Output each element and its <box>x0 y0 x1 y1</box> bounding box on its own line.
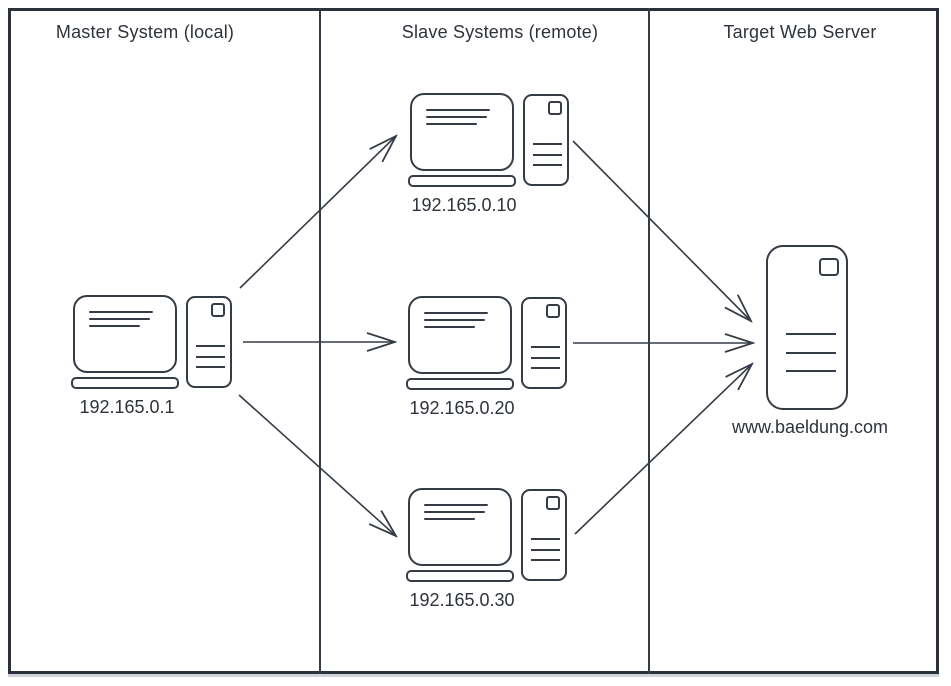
tower-icon <box>521 297 567 389</box>
keyboard-icon <box>406 570 514 582</box>
power-button-icon <box>211 303 225 317</box>
monitor-icon <box>410 93 514 171</box>
screen-line <box>426 109 490 111</box>
tower-icon <box>523 94 569 186</box>
tower-vent-line <box>196 345 225 347</box>
tower-vent-line <box>531 559 560 561</box>
server-vent-line <box>786 370 836 372</box>
tower-icon <box>186 296 232 388</box>
screen-line <box>424 319 485 321</box>
server-vent-line <box>786 333 836 335</box>
power-button-icon <box>819 258 839 276</box>
tower-vent-line <box>196 366 225 368</box>
tower-vent-line <box>531 346 560 348</box>
screen-line <box>89 318 150 320</box>
power-button-icon <box>546 496 560 510</box>
column-header-master: Master System (local) <box>55 22 235 42</box>
monitor-icon <box>408 296 512 374</box>
screen-line <box>426 123 477 125</box>
tower-vent-line <box>533 154 562 156</box>
slave3-ip-label: 192.165.0.30 <box>409 590 515 610</box>
keyboard-icon <box>408 175 516 187</box>
keyboard-icon <box>71 377 179 389</box>
screen-line <box>89 311 153 313</box>
tower-vent-line <box>531 549 560 551</box>
slave2-ip-label: 192.165.0.20 <box>409 398 515 418</box>
master-ip-label: 192.165.0.1 <box>79 397 175 417</box>
tower-vent-line <box>533 143 562 145</box>
screen-line <box>424 312 488 314</box>
screen-line <box>424 504 488 506</box>
column-header-slaves: Slave Systems (remote) <box>401 22 599 42</box>
power-button-icon <box>546 304 560 318</box>
monitor-icon <box>73 295 177 373</box>
tower-vent-line <box>196 356 225 358</box>
tower-vent-line <box>533 164 562 166</box>
screen-line <box>424 518 475 520</box>
column-header-target: Target Web Server <box>723 22 877 42</box>
screen-line <box>424 326 475 328</box>
slave1-ip-label: 192.165.0.10 <box>411 195 517 215</box>
screen-line <box>424 511 485 513</box>
column-divider-1 <box>319 8 321 674</box>
screen-line <box>426 116 487 118</box>
tower-icon <box>521 489 567 581</box>
screen-line <box>89 325 140 327</box>
tower-vent-line <box>531 357 560 359</box>
target-hostname-label: www.baeldung.com <box>731 417 889 437</box>
power-button-icon <box>548 101 562 115</box>
server-vent-line <box>786 352 836 354</box>
column-divider-2 <box>648 8 650 674</box>
monitor-icon <box>408 488 512 566</box>
tower-vent-line <box>531 367 560 369</box>
node-target-server: www.baeldung.com <box>732 245 888 437</box>
node-slave3: 192.165.0.30 <box>406 488 568 616</box>
node-slave1: 192.165.0.10 <box>408 93 570 221</box>
node-slave2: 192.165.0.20 <box>406 296 568 424</box>
tower-vent-line <box>531 538 560 540</box>
node-master: 192.165.0.1 <box>71 295 233 423</box>
keyboard-icon <box>406 378 514 390</box>
